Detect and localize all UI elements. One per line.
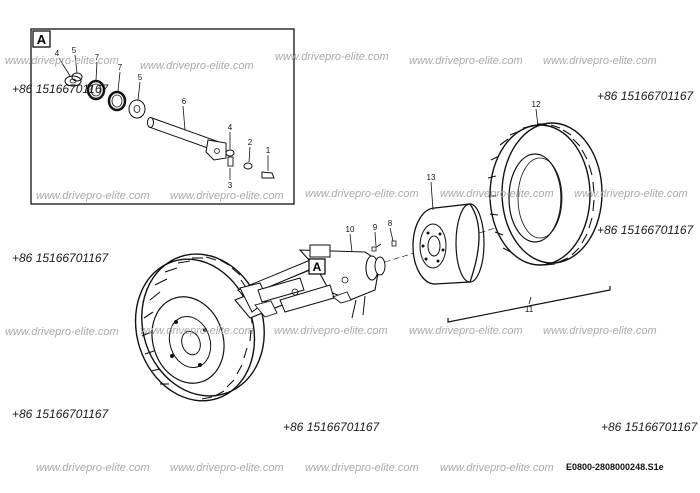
- callout-a-frame: [308, 258, 326, 275]
- part-number: 1: [266, 146, 271, 155]
- watermark: www.drivepro-elite.com: [543, 325, 657, 337]
- assembly-centerline: [384, 224, 506, 263]
- wheel-nut-8: [391, 240, 397, 247]
- part-number: 4: [55, 49, 60, 58]
- part-number: 9: [373, 223, 378, 232]
- part-number: 10: [346, 225, 355, 234]
- watermark: www.drivepro-elite.com: [274, 325, 388, 337]
- phone-number: +86 15166701167: [12, 251, 109, 265]
- watermark: www.drivepro-elite.com: [543, 55, 657, 67]
- replacement-tire: [487, 122, 603, 266]
- detail-small-washer: [225, 149, 235, 157]
- part-number: 3: [228, 181, 233, 190]
- detail-ring-7b: [107, 90, 127, 112]
- watermark: www.drivepro-elite.com: [140, 60, 254, 72]
- part-number: 11: [525, 305, 534, 314]
- watermark: www.drivepro-elite.com: [305, 188, 419, 200]
- part-number: 4: [228, 123, 233, 132]
- watermark: www.drivepro-elite.com: [170, 190, 284, 202]
- watermark: www.drivepro-elite.com: [275, 51, 389, 63]
- part-number: 2: [248, 138, 253, 147]
- detail-box-label: A: [37, 32, 47, 47]
- part-number: 6: [182, 97, 187, 106]
- detail-washer-5: [128, 99, 146, 119]
- part-number: 13: [427, 173, 436, 182]
- phone-number: +86 15166701167: [12, 407, 109, 421]
- main-leaders: [349, 108, 539, 253]
- detail-ring-7a: [86, 79, 106, 101]
- watermark: www.drivepro-elite.com: [305, 462, 419, 474]
- front-tire: [134, 253, 265, 402]
- axle-assembly: [234, 244, 386, 319]
- part-number: 7: [118, 63, 123, 72]
- phone-number: +86 15166701167: [597, 223, 694, 237]
- wheel-rim: [412, 203, 485, 285]
- detail-leaders: [58, 54, 269, 180]
- document-id: E0800-2808000248.S1e: [566, 462, 664, 472]
- watermark: www.drivepro-elite.com: [440, 188, 554, 200]
- main-part-numbers: 10 9 8 13 12 11: [346, 100, 541, 314]
- detail-grease-nipple: [227, 156, 234, 167]
- watermark: www.drivepro-elite.com: [36, 190, 150, 202]
- watermark: www.drivepro-elite.com: [170, 462, 284, 474]
- watermark: www.drivepro-elite.com: [574, 188, 688, 200]
- phone-number: +86 15166701167: [12, 82, 109, 96]
- detail-box-frame: [30, 28, 295, 205]
- watermark: www.drivepro-elite.com: [409, 55, 523, 67]
- part-number: 12: [532, 100, 541, 109]
- assembly-bracket: [447, 286, 611, 323]
- part-number: 8: [388, 219, 393, 228]
- detail-bolt: [261, 171, 275, 179]
- detail-nut: [243, 162, 253, 170]
- part-number: 7: [95, 53, 100, 62]
- detail-pin-shaft: [147, 117, 227, 161]
- callout-a-label: A: [313, 260, 322, 274]
- detail-part-numbers: 4 5 7 7 5 6 4 2 1 3: [55, 46, 271, 190]
- part-number: 5: [138, 73, 143, 82]
- watermark: www.drivepro-elite.com: [140, 325, 254, 337]
- stud-bolt-9: [371, 243, 382, 252]
- watermark: www.drivepro-elite.com: [5, 55, 119, 67]
- watermark: www.drivepro-elite.com: [36, 462, 150, 474]
- detail-box-tag: [32, 30, 51, 48]
- phone-number: +86 15166701167: [597, 89, 694, 103]
- watermark: www.drivepro-elite.com: [440, 462, 554, 474]
- part-number: 5: [72, 46, 77, 55]
- watermark: www.drivepro-elite.com: [5, 326, 119, 338]
- phone-number: +86 15166701167: [601, 420, 698, 434]
- watermark: www.drivepro-elite.com: [409, 325, 523, 337]
- phone-number: +86 15166701167: [283, 420, 380, 434]
